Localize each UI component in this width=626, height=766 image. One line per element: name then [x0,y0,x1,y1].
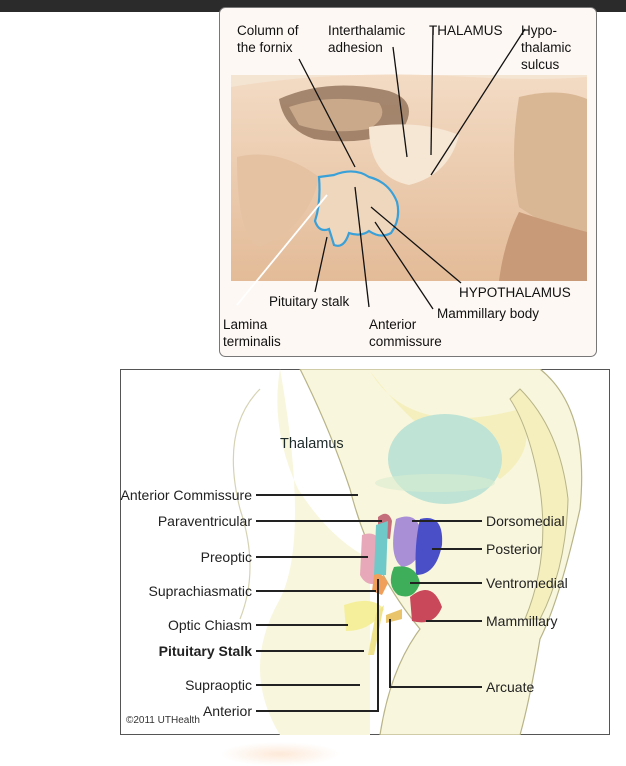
label-lamina-2: terminalis [223,334,281,349]
label-arcuate: Arcuate [486,679,534,695]
right-pointer-lines [389,520,482,688]
lamina-pointer [236,194,328,306]
hypothalamic-nuclei-figure: Thalamus Anterior Commissure Paraventric… [120,369,610,735]
dorsomedial-nucleus [393,516,422,567]
label-hypothalamus: HYPOTHALAMUS [459,285,571,300]
label-preoptic: Preoptic [201,549,252,565]
label-supraoptic: Supraoptic [185,677,252,693]
label-anterior-commissure: Anterior Commissure [121,487,253,503]
label-fornix-2: the fornix [237,40,293,55]
hypothalamus-outline [313,170,400,247]
label-anterior: Anterior [203,703,252,719]
label-fornix-1: Column of [237,23,299,38]
bottom-glow [220,742,340,766]
label-ventromedial: Ventromedial [486,575,568,591]
label-sulcus-3: sulcus [521,57,560,72]
ventricle-contour [232,388,261,620]
label-mammillary: Mammillary [486,613,558,629]
thalamus-shadow [375,474,495,492]
pituitary-stalk [368,605,384,655]
label-anterior-2: commissure [369,334,442,349]
thalamus-region [369,124,459,185]
label-pituitary-stalk: Pituitary stalk [269,294,350,309]
medial-preoptic-nucleus [374,521,388,575]
optic-chiasm [344,600,384,631]
label-posterior: Posterior [486,541,542,557]
label-sulcus-2: thalamic [521,40,572,55]
label-adhesion-2: adhesion [328,40,383,55]
label-thalamus: Thalamus [280,436,344,452]
ventromedial-nucleus [390,566,420,597]
label-adhesion-1: Interthalamic [328,23,406,38]
label-optic-chiasm: Optic Chiasm [168,617,252,633]
cerebellum-region [499,212,587,281]
label-pituitary-stalk: Pituitary Stalk [159,643,253,659]
label-thalamus: THALAMUS [429,23,503,38]
ventricle-inner [289,98,383,132]
brainstem-region [514,92,587,247]
frontal-region [237,154,319,247]
brainstem-outline [509,388,569,620]
brain-section-figure: Column of the fornix Interthalamic adhes… [219,7,597,357]
background-tissue [260,369,370,735]
mammillary-body [410,589,442,623]
label-paraventricular: Paraventricular [158,513,252,529]
pointer-lines [298,25,526,310]
label-mammillary-body: Mammillary body [437,306,539,321]
suprachiasmatic-nucleus [372,574,388,595]
label-suprachiasmatic: Suprachiasmatic [149,583,253,599]
label-dorsomedial: Dorsomedial [486,513,565,529]
copyright-text: ©2011 UTHealth [126,715,200,726]
label-anterior-1: Anterior [369,317,417,332]
posterior-nucleus [415,518,443,575]
left-pointer-lines [256,494,382,712]
label-sulcus-1: Hypo- [521,23,557,38]
label-lamina-1: Lamina [223,317,268,332]
